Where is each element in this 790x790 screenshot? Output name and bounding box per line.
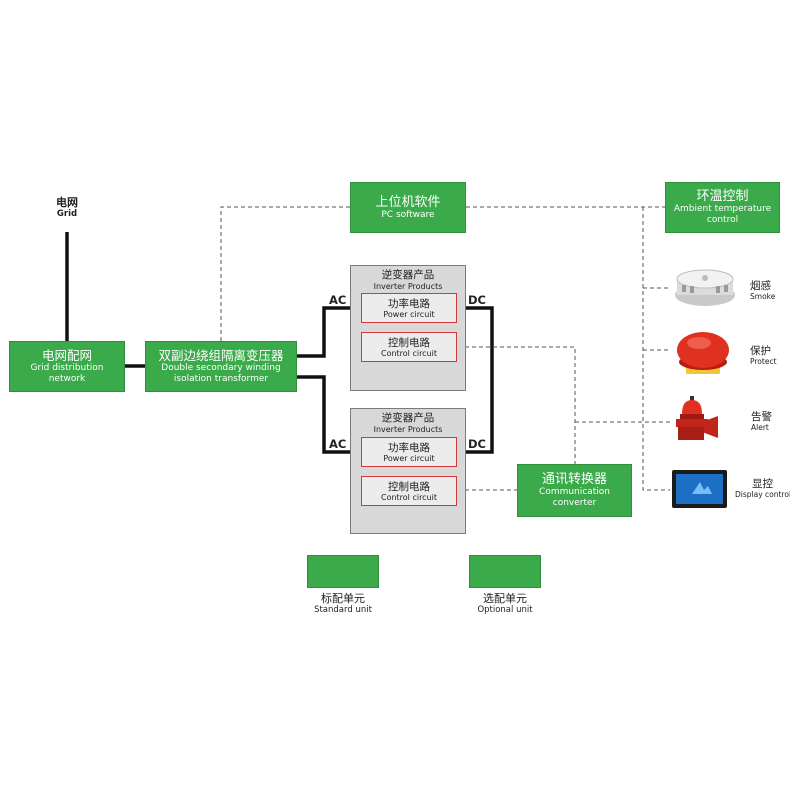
display-screen-icon [672,470,727,508]
grid-distribution-box: 电网配网 Grid distribution network [9,341,125,392]
dc-label-1: DC [468,293,486,307]
transformer-box: 双副边绕组隔离变压器 Double secondary winding isol… [145,341,297,392]
power-circuit-1: 功率电路 Power circuit [361,293,457,323]
grid-label: 电网 Grid [56,196,78,219]
control-circuit-2: 控制电路 Control circuit [361,476,457,506]
inverter-product-2: 逆变器产品 Inverter Products [350,408,466,534]
control-circuit-1: 控制电路 Control circuit [361,332,457,362]
emergency-stop-icon [677,332,729,374]
dc-label-2: DC [468,437,486,451]
alarm-siren-icon [676,396,718,440]
device-alert-label: 告警 Alert [751,411,772,432]
device-protect-label: 保护 Protect [750,345,777,366]
ac-label-2: AC [329,437,347,451]
ambient-temperature-box: 环温控制 Ambient temperature control [665,182,780,233]
transformer-to-inverter1-line [296,306,362,358]
ac-label-1: AC [329,293,347,307]
power-circuit-2: 功率电路 Power circuit [361,437,457,467]
legend-standard-swatch [307,555,379,588]
dc-bus-line [456,306,494,454]
transformer-to-inverter2-line [296,375,362,454]
comm-lines [220,206,670,491]
legend-optional-swatch [469,555,541,588]
smoke-detector-icon [675,269,735,306]
inverter-product-1: 逆变器产品 Inverter Products [350,265,466,391]
device-smoke-label: 烟感 Smoke [750,280,776,301]
communication-converter-box: 通讯转换器 Communication converter [517,464,632,517]
legend-optional-label: 选配单元 Optional unit [477,592,533,615]
legend-standard-label: 标配单元 Standard unit [314,592,372,615]
power-lines [65,232,494,454]
device-display-label: 显控 Display control [735,478,790,499]
pc-software-box: 上位机软件 PC software [350,182,466,233]
